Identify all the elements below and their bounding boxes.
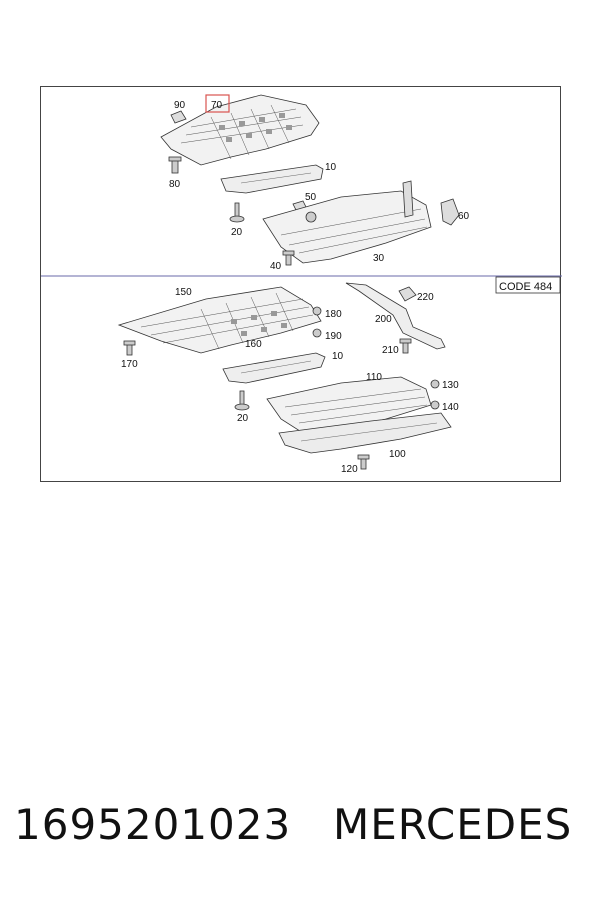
front-underbody-panel-top [160, 94, 320, 166]
label-200: 200 [375, 314, 392, 325]
label-180: 180 [325, 309, 342, 320]
label-160: 160 [245, 339, 262, 350]
label-190: 190 [325, 331, 342, 342]
label-30: 30 [373, 253, 385, 264]
screw-part-80-top [168, 156, 182, 174]
highlight-box-part-70 [205, 94, 230, 113]
clip-part-130 [430, 379, 440, 389]
front-underbody-panel-bottom [117, 286, 322, 354]
strip-part-10-bottom [222, 352, 326, 384]
label-60: 60 [458, 211, 470, 222]
label-90: 90 [174, 100, 186, 111]
part-number: 1695201023 [14, 800, 292, 849]
label-40: 40 [270, 261, 282, 272]
label-140: 140 [442, 402, 459, 413]
label-120: 120 [341, 464, 358, 475]
code-badge-box [495, 276, 561, 294]
label-50: 50 [305, 192, 317, 203]
bracket-part-220 [398, 286, 417, 302]
screw-part-120 [357, 454, 370, 470]
nut-part-190 [312, 328, 322, 338]
code-badge: CODE 484 [499, 281, 552, 293]
label-100: 100 [389, 449, 406, 460]
screw-part-170 [123, 340, 136, 356]
bolt-part-20-top [229, 202, 245, 223]
brand-name: MERCEDES [333, 800, 573, 849]
label-70: 70 [211, 100, 223, 111]
rear-underbody-panel-top [262, 190, 432, 264]
brace-part-200 [345, 282, 446, 350]
parts-diagram-svg: 90 70 80 10 50 20 60 40 30 CODE 484 [41, 94, 562, 475]
screw-part-210 [399, 338, 412, 354]
label-20-top: 20 [231, 227, 243, 238]
bracket-part-60 [402, 180, 460, 226]
screw-part-40 [282, 250, 295, 266]
label-150: 150 [175, 287, 192, 298]
label-130: 130 [442, 380, 459, 391]
lower-cover-part-100 [278, 412, 452, 454]
parts-diagram: 90 70 80 10 50 20 60 40 30 CODE 484 [40, 86, 562, 482]
nut-part-180 [312, 306, 322, 316]
clip-part-140 [430, 400, 440, 410]
label-210: 210 [382, 345, 399, 356]
label-170: 170 [121, 359, 138, 370]
label-10-bottom: 10 [332, 351, 344, 362]
label-80: 80 [169, 179, 181, 190]
label-20-bottom: 20 [237, 413, 249, 424]
label-220: 220 [417, 292, 434, 303]
strip-part-10-top [220, 164, 324, 194]
rear-underbody-panel-bottom [266, 376, 432, 434]
label-10-top: 10 [325, 162, 337, 173]
bolt-part-20-bottom [234, 390, 250, 411]
clip-part-90 [170, 110, 187, 124]
label-110: 110 [366, 372, 382, 383]
footer: 1695201023 MERCEDES [0, 800, 600, 870]
